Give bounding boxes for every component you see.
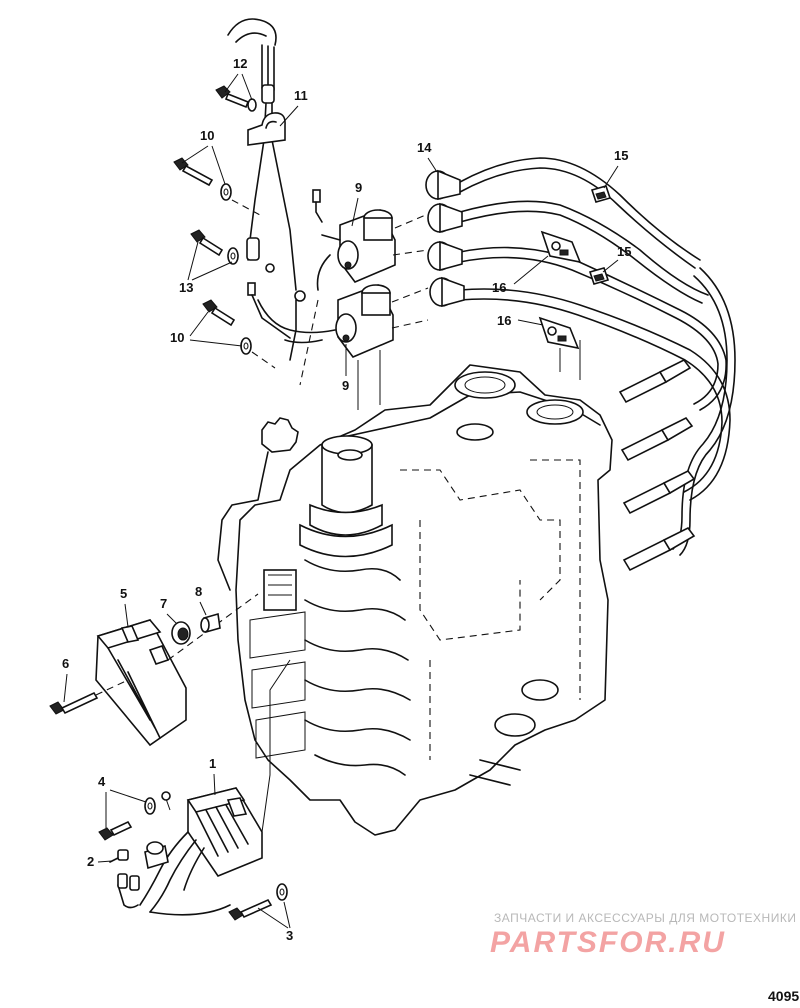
callout-10-upper: 10 (200, 128, 214, 143)
callout-12: 12 (233, 56, 247, 71)
screw-12 (215, 85, 257, 112)
screw-10-upper (173, 157, 261, 216)
lead-bracket-16-upper (540, 230, 582, 264)
coil-ground-terminal (247, 189, 323, 339)
callout-9-lower: 9 (342, 378, 349, 393)
callout-13: 13 (179, 280, 193, 295)
callout-6: 6 (62, 656, 69, 671)
callout-14: 14 (417, 140, 432, 155)
voltage-regulator-1 (117, 659, 291, 916)
callout-8: 8 (195, 584, 202, 599)
screw-13-upper (190, 229, 239, 265)
callout-15-lower: 15 (617, 244, 631, 259)
watermark-tagline: ЗАПЧАСТИ И АКСЕССУАРЫ ДЛЯ МОТОТЕХНИКИ (494, 911, 797, 925)
watermark-logo: PARTSFOR.RU (490, 926, 726, 959)
ignition-coil-upper (316, 208, 396, 291)
grommet-7 (171, 621, 191, 645)
callout-11: 11 (294, 88, 308, 103)
ignition-coil-lower (257, 283, 394, 358)
callout-5: 5 (120, 586, 127, 601)
callout-16-lower: 16 (497, 313, 511, 328)
callout-2: 2 (87, 854, 94, 869)
screw-4 (98, 791, 171, 841)
harness-connector-sleeve (261, 84, 275, 104)
lead-bracket-16-lower (538, 316, 581, 380)
callout-7: 7 (160, 596, 167, 611)
lead-clip-15-upper (590, 185, 612, 203)
callout-15-upper: 15 (614, 148, 628, 163)
screw-10-lower (240, 337, 276, 369)
callout-3: 3 (286, 928, 293, 943)
callout-9-upper: 9 (355, 180, 362, 195)
fitting-8 (200, 612, 221, 634)
wire-clamp (247, 112, 286, 146)
screw-3 (228, 883, 288, 921)
screw-13-lower (202, 299, 236, 327)
callout-4: 4 (98, 774, 106, 789)
callout-16-upper: 16 (492, 280, 506, 295)
engine-block (217, 364, 613, 836)
screw-6 (49, 679, 129, 715)
spark-plug-leads (425, 157, 736, 572)
switch-box-5 (95, 593, 259, 747)
callout-1: 1 (209, 756, 216, 771)
callouts: 12 11 10 9 13 10 9 14 15 15 16 16 (62, 56, 631, 943)
figure-number: 4095 (768, 988, 800, 1004)
callout-10-lower: 10 (170, 330, 184, 345)
screw-2 (109, 849, 129, 863)
